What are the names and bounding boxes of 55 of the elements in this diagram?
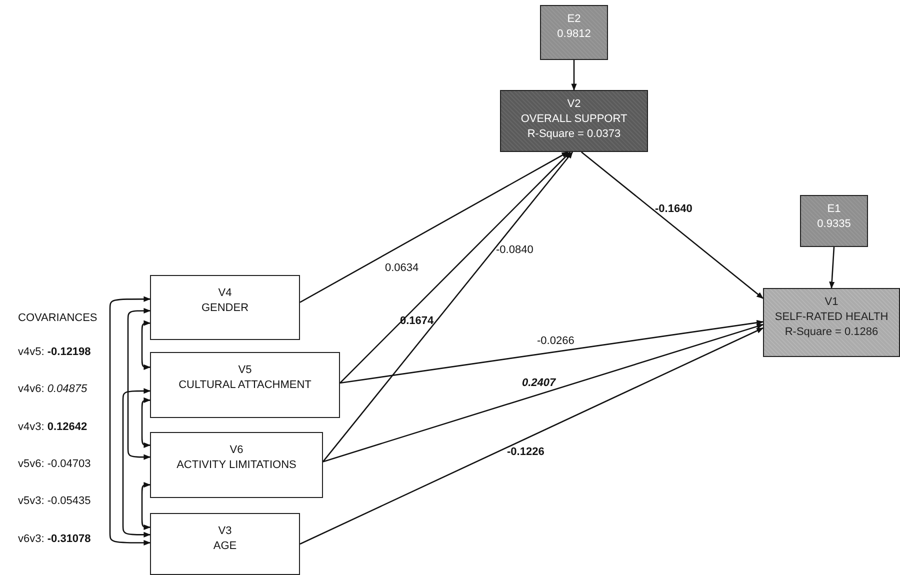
variable-box [540, 5, 608, 60]
covariance-arrow [109, 296, 151, 546]
covariance-arrow [141, 320, 151, 370]
variable-box [150, 352, 340, 418]
variable-text: CULTURAL ATTACHMENT [178, 378, 312, 393]
variable-box [763, 288, 900, 357]
path-coefficient: -0.0266 [537, 335, 574, 347]
path-coefficient: 0.1674 [400, 315, 434, 327]
variable-name: V2 [567, 97, 581, 112]
variable-text: 0.9812 [557, 26, 591, 42]
path-coefficient: -0.0840 [496, 244, 534, 256]
covariance-arrow [141, 397, 151, 448]
variable-box [150, 432, 323, 498]
path-coefficient: 0.2407 [522, 377, 556, 389]
covariance-arrow [122, 388, 151, 538]
covariance-value: v4v5: -0.12198 [18, 346, 91, 358]
variable-text: 0.9335 [817, 216, 851, 232]
covariance-arrow [141, 482, 151, 530]
covariances-heading: COVARIANCES [18, 312, 98, 324]
variable-name: E1 [827, 202, 841, 217]
variable-name: V5 [238, 363, 252, 378]
covariance-value: v5v6: -0.04703 [18, 458, 91, 470]
path-arrow [300, 151, 569, 303]
variable-name: V1 [824, 295, 838, 310]
covariance-value: v4v6: 0.04875 [18, 383, 88, 395]
variable-text: R-Square = 0.1286 [784, 324, 878, 340]
path-arrow [300, 327, 764, 545]
variable-text: AGE [213, 538, 237, 554]
variable-text: ACTIVITY LIMITATIONS [176, 458, 296, 473]
variable-text: GENDER [201, 300, 249, 316]
variable-text: OVERALL SUPPORT [520, 112, 628, 127]
variable-box [150, 513, 300, 575]
path-arrow [571, 60, 577, 91]
path-arrow [322, 324, 764, 462]
variable-name: V3 [218, 524, 232, 539]
path-coefficient: -0.1226 [507, 446, 544, 458]
variable-text: R-Square = 0.0373 [527, 126, 621, 142]
variable-box [800, 195, 868, 247]
path-arrow [829, 246, 835, 289]
variable-name: V4 [218, 286, 232, 301]
variable-name: V6 [230, 443, 244, 458]
variable-box [500, 90, 648, 152]
covariance-value: v5v3: -0.05435 [18, 495, 91, 507]
path-arrow [581, 152, 764, 299]
path-arrow [340, 320, 764, 384]
variable-box [150, 275, 300, 340]
covariance-value: v4v3: 0.12642 [18, 421, 88, 433]
path-arrow [340, 152, 571, 384]
variable-name: E2 [567, 12, 581, 27]
variable-text: SELF-RATED HEALTH [774, 310, 888, 325]
path-arrow [322, 151, 574, 462]
covariance-arrow [127, 308, 151, 460]
covariance-value: v6v3: -0.31078 [18, 533, 91, 545]
path-coefficient: -0.1640 [655, 203, 692, 215]
path-coefficient: 0.0634 [385, 262, 419, 274]
